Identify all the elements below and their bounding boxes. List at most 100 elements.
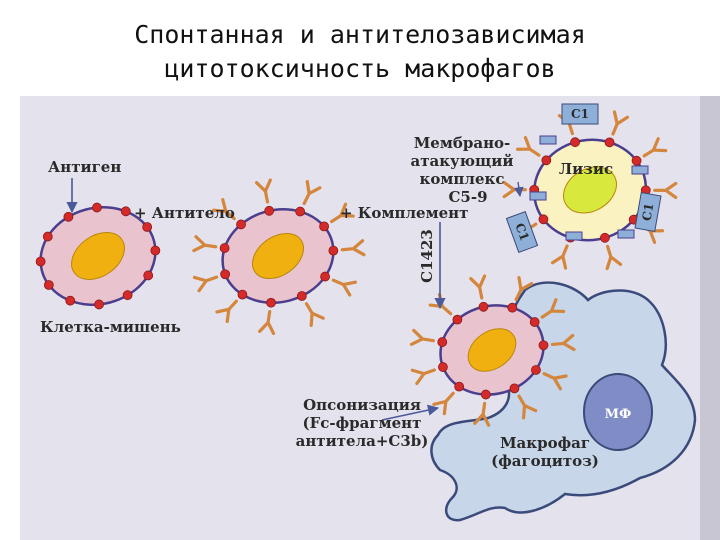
antibody-y-icon — [215, 299, 238, 324]
antibody-y-icon — [473, 401, 491, 427]
target-cell-antigen — [35, 202, 161, 310]
antigen-dot-icon — [529, 317, 540, 327]
antibody-y-icon — [330, 202, 355, 224]
arrow-icon — [513, 181, 524, 197]
label-mac-3: комплекс — [420, 170, 505, 188]
antigen-dot-icon — [220, 269, 231, 280]
antigen-dot-icon — [296, 291, 307, 301]
label-macrophage-1: Макрофаг — [500, 434, 590, 452]
cell-nucleus — [71, 232, 125, 280]
antigen-dot-icon — [264, 205, 275, 216]
antigen-dot-icon — [604, 137, 615, 148]
label-target-cell: Клетка-мишень — [40, 318, 181, 336]
antigen-dot-icon — [320, 271, 330, 282]
cell-nucleus — [252, 232, 304, 280]
antibody-y-icon — [302, 179, 322, 206]
label-lysis: Лизис — [559, 160, 613, 178]
antigen-dot-icon — [63, 211, 74, 222]
antigen-dot-icon — [478, 301, 489, 312]
antigen-dot-icon — [452, 314, 463, 325]
antibody-y-icon — [542, 372, 568, 391]
antigen-dot-icon — [541, 155, 552, 166]
antibody-y-icon — [469, 274, 487, 300]
antibody-y-icon — [550, 244, 569, 270]
svg-text:C1: C1 — [512, 221, 531, 243]
antibody-y-icon — [605, 244, 623, 271]
macrophage-nucleus — [583, 373, 653, 451]
slide-title: Спонтанная и антителозависимая цитотокси… — [0, 18, 720, 86]
target-cell-antibody — [192, 178, 366, 336]
antibody-y-icon — [331, 278, 357, 297]
label-macrophage-2: (фагоцитоз) — [491, 452, 599, 470]
antibody-y-icon — [540, 298, 566, 319]
antibody-y-icon — [304, 302, 325, 327]
label-mac-2: атакующий — [410, 152, 513, 170]
antigen-dot-icon — [319, 221, 329, 232]
antigen-dot-icon — [600, 232, 610, 243]
antibody-y-icon — [550, 333, 576, 352]
antigen-dot-icon — [328, 245, 339, 256]
antigen-dot-icon — [35, 256, 46, 267]
antigen-dot-icon — [236, 219, 246, 230]
antibody-y-icon — [340, 239, 366, 257]
antibody-y-icon — [611, 110, 630, 136]
antigen-dot-icon — [142, 222, 153, 232]
complement-c1-top: C1 — [561, 103, 599, 125]
antigen-dot-icon — [509, 383, 520, 394]
antigen-dot-icon — [538, 340, 549, 351]
antigen-dot-icon — [42, 231, 53, 242]
cell-nucleus — [563, 166, 617, 214]
antigen-dot-icon — [631, 155, 642, 166]
complement-icon — [539, 135, 557, 145]
diagram: C1 C1 C1 Антиген + Антитело + Комплемент… — [20, 96, 720, 540]
antigen-dot-icon — [65, 295, 76, 306]
antibody-y-icon — [409, 328, 435, 346]
antigen-dot-icon — [480, 389, 491, 400]
complement-icon — [617, 229, 635, 239]
label-opsonization-2: (Fc-фрагмент — [303, 414, 422, 432]
arrow-icon — [381, 404, 440, 421]
antigen-dot-icon — [43, 280, 54, 290]
label-opsonization-1: Опсонизация — [303, 396, 421, 414]
antibody-y-icon — [212, 198, 236, 221]
antibody-y-icon — [410, 368, 437, 386]
label-c1423: C1423 — [418, 229, 436, 283]
antibody-y-icon — [642, 137, 668, 158]
complement-c1-left: C1 — [505, 211, 539, 253]
antibody-y-icon — [653, 181, 678, 199]
label-mf: МФ — [605, 407, 632, 422]
antibody-y-icon — [192, 275, 219, 293]
antibody-y-icon — [258, 310, 276, 336]
label-mac-1: Мембрано- — [414, 134, 511, 152]
antigen-dot-icon — [143, 270, 154, 281]
antibody-y-icon — [192, 235, 218, 253]
antigen-dot-icon — [295, 206, 306, 217]
antigen-dot-icon — [266, 297, 276, 308]
antigen-dot-icon — [150, 245, 161, 256]
svg-text:C1: C1 — [571, 107, 589, 121]
antigen-dot-icon — [237, 289, 248, 300]
macrophage-body — [430, 281, 697, 522]
antigen-dot-icon — [570, 137, 580, 148]
complement-icon — [565, 231, 583, 241]
antigen-dot-icon — [454, 381, 465, 392]
antigen-dot-icon — [437, 337, 448, 347]
label-antigen: Антиген — [48, 158, 121, 176]
complement-c1-right: C1 — [634, 191, 662, 233]
antibody-y-icon — [515, 136, 541, 157]
complement-icon — [529, 191, 547, 201]
antibody-y-icon — [514, 276, 534, 302]
antigen-dot-icon — [92, 202, 102, 213]
label-mac-4: C5-9 — [448, 188, 487, 206]
antibody-y-icon — [517, 394, 538, 420]
antigen-dot-icon — [438, 362, 448, 372]
figure-right-shade — [700, 96, 720, 540]
antigen-dot-icon — [122, 290, 133, 301]
antigen-dot-icon — [120, 206, 131, 217]
antigen-dot-icon — [531, 365, 541, 375]
title-line-2: цитотоксичность макрофагов — [164, 54, 556, 83]
antigen-dot-icon — [219, 243, 230, 253]
opsonized-cell — [409, 274, 576, 427]
title-line-1: Спонтанная и антителозависимая — [134, 20, 586, 49]
cell-nucleus — [467, 328, 517, 372]
